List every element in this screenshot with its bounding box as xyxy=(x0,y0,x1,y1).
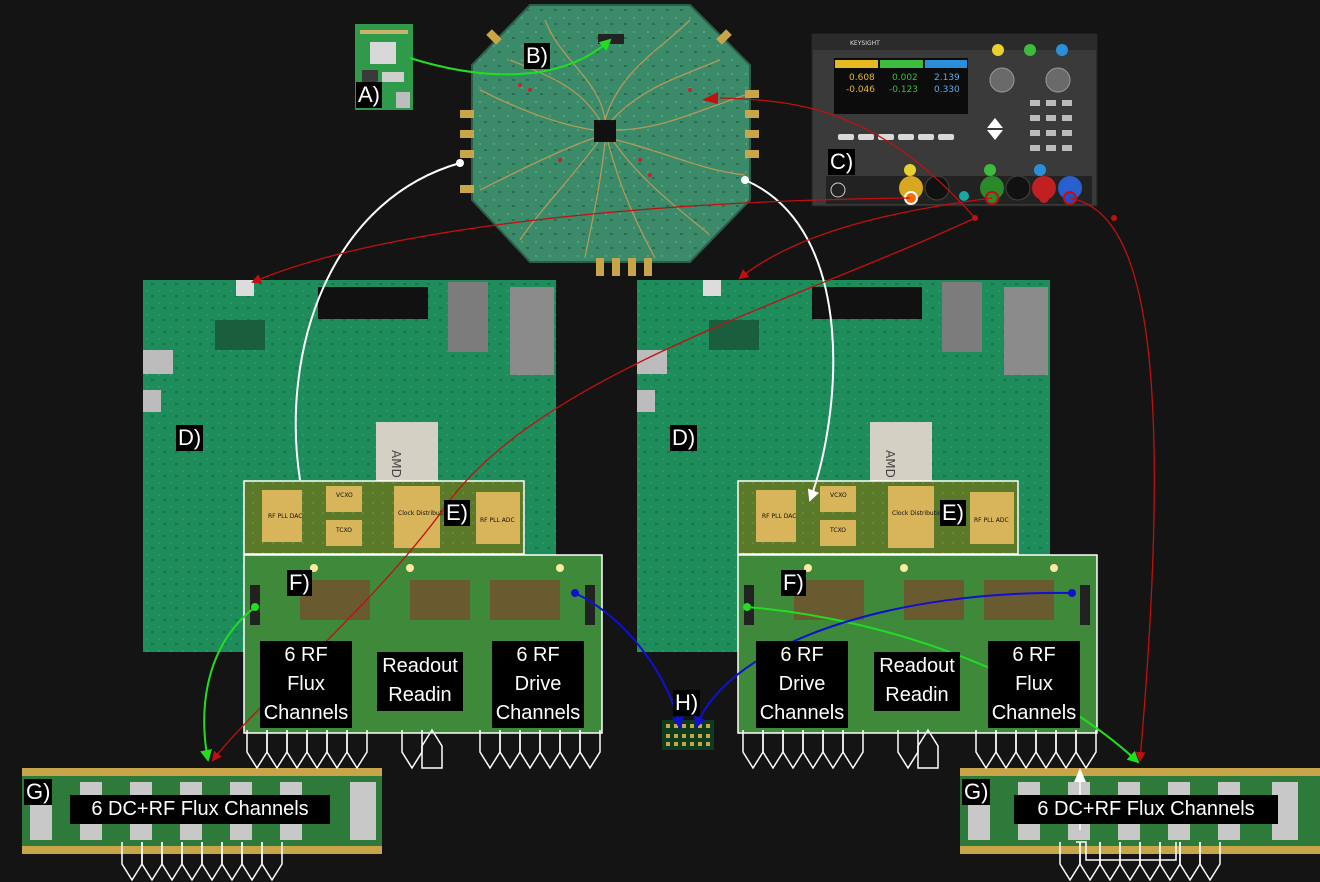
label-b: B) xyxy=(524,43,550,69)
clock-dist-label-right: Clock Distribution PLL xyxy=(892,510,958,517)
right-flux-line2: Flux xyxy=(1015,673,1053,695)
octagon-board-b xyxy=(460,4,759,276)
psu-ch2-current: -0.123 xyxy=(889,85,918,95)
right-readout-line1: Readout xyxy=(879,655,955,677)
clock-board-e-right: RF PLL DAC VCXO TCXO Clock Distribution … xyxy=(737,480,1019,555)
label-e-left: E) xyxy=(444,500,470,526)
right-flux-channels-box: 6 RF Flux Channels xyxy=(988,641,1080,728)
psu-brand: KEYSIGHT xyxy=(850,40,880,47)
left-flux-channels-box: 6 RF Flux Channels xyxy=(260,641,352,728)
blue-wire-right xyxy=(694,591,1073,729)
right-drive-line3: Channels xyxy=(759,702,845,724)
label-g-right: G) xyxy=(962,779,991,805)
clock-dist-label: Clock Distribution PLL xyxy=(398,510,464,517)
white-up-arrow xyxy=(1074,768,1086,782)
psu-ch3-voltage: 2.139 xyxy=(934,73,960,83)
pll-adc-label: RF PLL ADC xyxy=(480,517,515,524)
label-h: H) xyxy=(673,690,701,716)
power-supply-c: KEYSIGHT 0.608 -0.046 0.002 -0.123 2.139… xyxy=(811,33,1098,207)
vcxo-label: VCXO xyxy=(336,492,353,499)
white-wire-left xyxy=(294,162,461,481)
tcxo-label-right: TCXO xyxy=(829,527,846,534)
label-f-right: F) xyxy=(781,570,806,596)
left-flux-line1: 6 RF xyxy=(284,644,328,666)
left-readout-box: Readout Readin xyxy=(377,652,463,711)
left-flux-line2: Flux xyxy=(287,673,325,695)
channel-connectors xyxy=(121,728,1221,882)
psu-ch1-current: -0.046 xyxy=(846,85,875,95)
vcxo-label-right: VCXO xyxy=(830,492,847,499)
right-drive-line2: Drive xyxy=(778,673,826,695)
svg-text:AMD: AMD xyxy=(389,450,403,478)
left-readout-line2: Readin xyxy=(388,684,452,706)
right-flux-line1: 6 RF xyxy=(1012,644,1056,666)
right-drive-channels-box: 6 RF Drive Channels xyxy=(756,641,848,728)
label-g-left: G) xyxy=(24,779,53,805)
right-readout-line2: Readin xyxy=(885,684,949,706)
left-drive-line3: Channels xyxy=(495,702,581,724)
left-flux-line3: Channels xyxy=(263,702,349,724)
left-drive-channels-box: 6 RF Drive Channels xyxy=(492,641,584,728)
psu-ch1-voltage: 0.608 xyxy=(849,73,875,83)
label-c: C) xyxy=(828,149,856,175)
label-e-right: E) xyxy=(940,500,966,526)
right-g-channels-text: 6 DC+RF Flux Channels xyxy=(1014,795,1278,824)
label-a: A) xyxy=(356,82,382,108)
green-wire-a-b xyxy=(409,38,612,76)
pll-dac-label-right: RF PLL DAC xyxy=(762,513,796,520)
pll-dac-label: RF PLL DAC xyxy=(268,513,302,520)
label-d-left: D) xyxy=(176,425,204,451)
clock-board-e-left: RF PLL DAC VCXO TCXO Clock Distribution … xyxy=(243,480,525,555)
left-g-channels-text: 6 DC+RF Flux Channels xyxy=(70,795,330,824)
label-d-right: D) xyxy=(670,425,698,451)
svg-text:AMD: AMD xyxy=(883,450,897,478)
tcxo-label: TCXO xyxy=(335,527,352,534)
label-f-left: F) xyxy=(287,570,312,596)
right-drive-line1: 6 RF xyxy=(780,644,824,666)
right-readout-box: Readout Readin xyxy=(874,652,960,711)
right-flux-line3: Channels xyxy=(991,702,1077,724)
left-drive-line1: 6 RF xyxy=(516,644,560,666)
psu-ch2-voltage: 0.002 xyxy=(892,73,918,83)
green-wire-right-flux xyxy=(746,606,1140,764)
psu-ch3-current: 0.330 xyxy=(934,85,960,95)
white-wire-right xyxy=(744,179,835,502)
green-wire-left-flux xyxy=(200,606,256,762)
left-readout-line1: Readout xyxy=(382,655,458,677)
connector-h xyxy=(662,720,714,750)
left-drive-line2: Drive xyxy=(514,673,562,695)
pll-adc-label-right: RF PLL ADC xyxy=(974,517,1009,524)
